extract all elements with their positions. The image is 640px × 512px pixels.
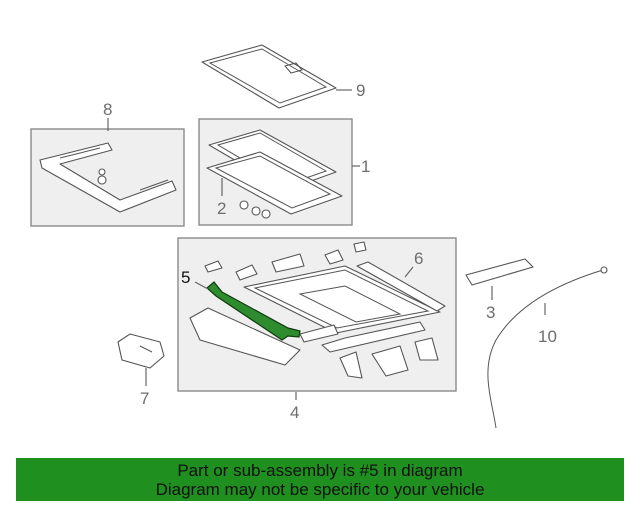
callout-1[interactable]: 1 [361,157,370,176]
callout-6[interactable]: 6 [414,249,423,268]
part-5-highlighted-rail[interactable] [206,281,301,341]
callout-10[interactable]: 10 [538,327,557,346]
callout-3[interactable]: 3 [486,303,495,322]
banner-line-2: Diagram may not be specific to your vehi… [155,479,485,499]
part-4-small-hardware[interactable] [189,241,439,379]
part-6-frame-assembly[interactable] [243,261,446,334]
callout-4[interactable]: 4 [290,403,299,422]
banner-line-1: Part or sub-assembly is #5 in diagram [177,460,463,480]
callout-2[interactable]: 2 [217,199,226,218]
part-7-motor-module[interactable] [117,333,165,369]
callout-7[interactable]: 7 [140,389,149,408]
leader-5 [194,281,209,290]
callout-5[interactable]: 5 [181,268,190,287]
part-3-deflector[interactable] [465,258,534,286]
leader-6 [404,266,414,278]
part-8-side-rail[interactable] [39,142,177,213]
callout-8[interactable]: 8 [103,100,112,119]
info-banner: Part or sub-assembly is #5 in diagram Di… [16,458,624,501]
part-2-glass-seal[interactable] [206,151,343,219]
callout-9[interactable]: 9 [356,81,365,100]
part-9-shade-panel[interactable] [201,44,337,109]
part-10-drain-hose[interactable] [487,266,608,429]
